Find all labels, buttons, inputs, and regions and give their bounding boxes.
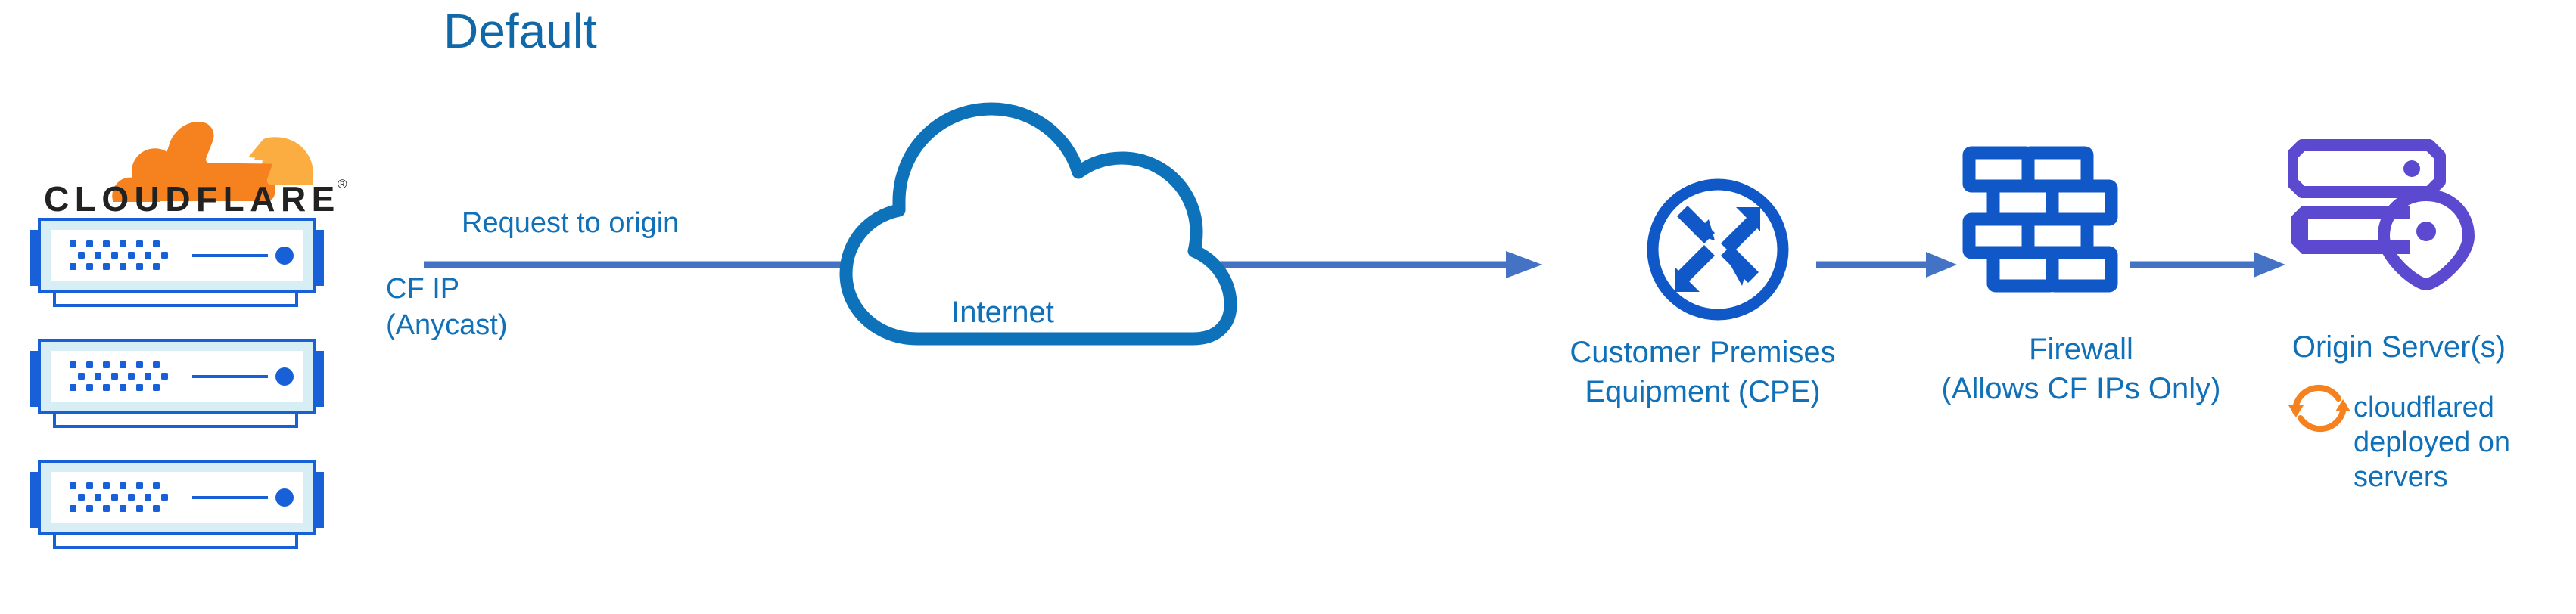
label-cpe-line1: Customer Premises [1570,336,1836,369]
label-cf-ip-line2: (Anycast) [386,309,508,341]
firewall-icon-wrap [1960,144,2119,299]
origin-server-icon-wrap [2285,136,2478,299]
cloudflare-cloud-icon [112,122,313,202]
connection-firewall-to-origin [2130,242,2289,291]
label-firewall-line1: Firewall [2029,333,2133,366]
label-cpe-line2: Equipment (CPE) [1585,375,1821,408]
cloudflared-icon-wrap [2287,378,2352,442]
cloudflare-server-unit-3 [18,455,336,552]
router-arrows-icon [1647,178,1789,321]
registered-trademark-icon: ® [338,177,347,191]
server-rack-icon [30,218,324,307]
connection-cpe-to-firewall [1816,242,1960,291]
cloud-outline-icon [839,102,1237,346]
label-firewall: Firewall (Allows CF IPs Only) [1862,330,2301,408]
cloudflare-logo: CLOUDFLARE ® [21,112,347,219]
cloudflare-server-unit-1 [18,213,336,310]
label-firewall-line2: (Allows CF IPs Only) [1941,372,2221,405]
sync-refresh-icon [2288,384,2350,433]
brick-wall-icon [1962,146,2118,293]
label-cf-ip-line1: CF IP [386,273,460,305]
cloudflare-wordmark: CLOUDFLARE [44,179,341,219]
server-location-pin-icon [2285,139,2475,290]
label-cloudflared-note: cloudflared deployed on servers [2354,392,2511,493]
label-origin-server: Origin Server(s) [2291,330,2506,364]
label-internet: Internet [951,296,1054,329]
label-cf-ip: CF IP (Anycast) [386,271,507,343]
arrow-right-icon [1816,252,1957,278]
page-title: Default [443,4,597,58]
label-request-to-origin: Request to origin [462,207,680,239]
arrow-right-icon [2130,252,2285,278]
internet-cloud [825,98,1249,352]
label-cpe: Customer Premises Equipment (CPE) [1476,333,1930,411]
cloudflare-server-unit-2 [18,334,336,431]
server-rack-icon [30,339,324,428]
cpe-router [1642,174,1794,329]
server-rack-icon [30,460,324,549]
